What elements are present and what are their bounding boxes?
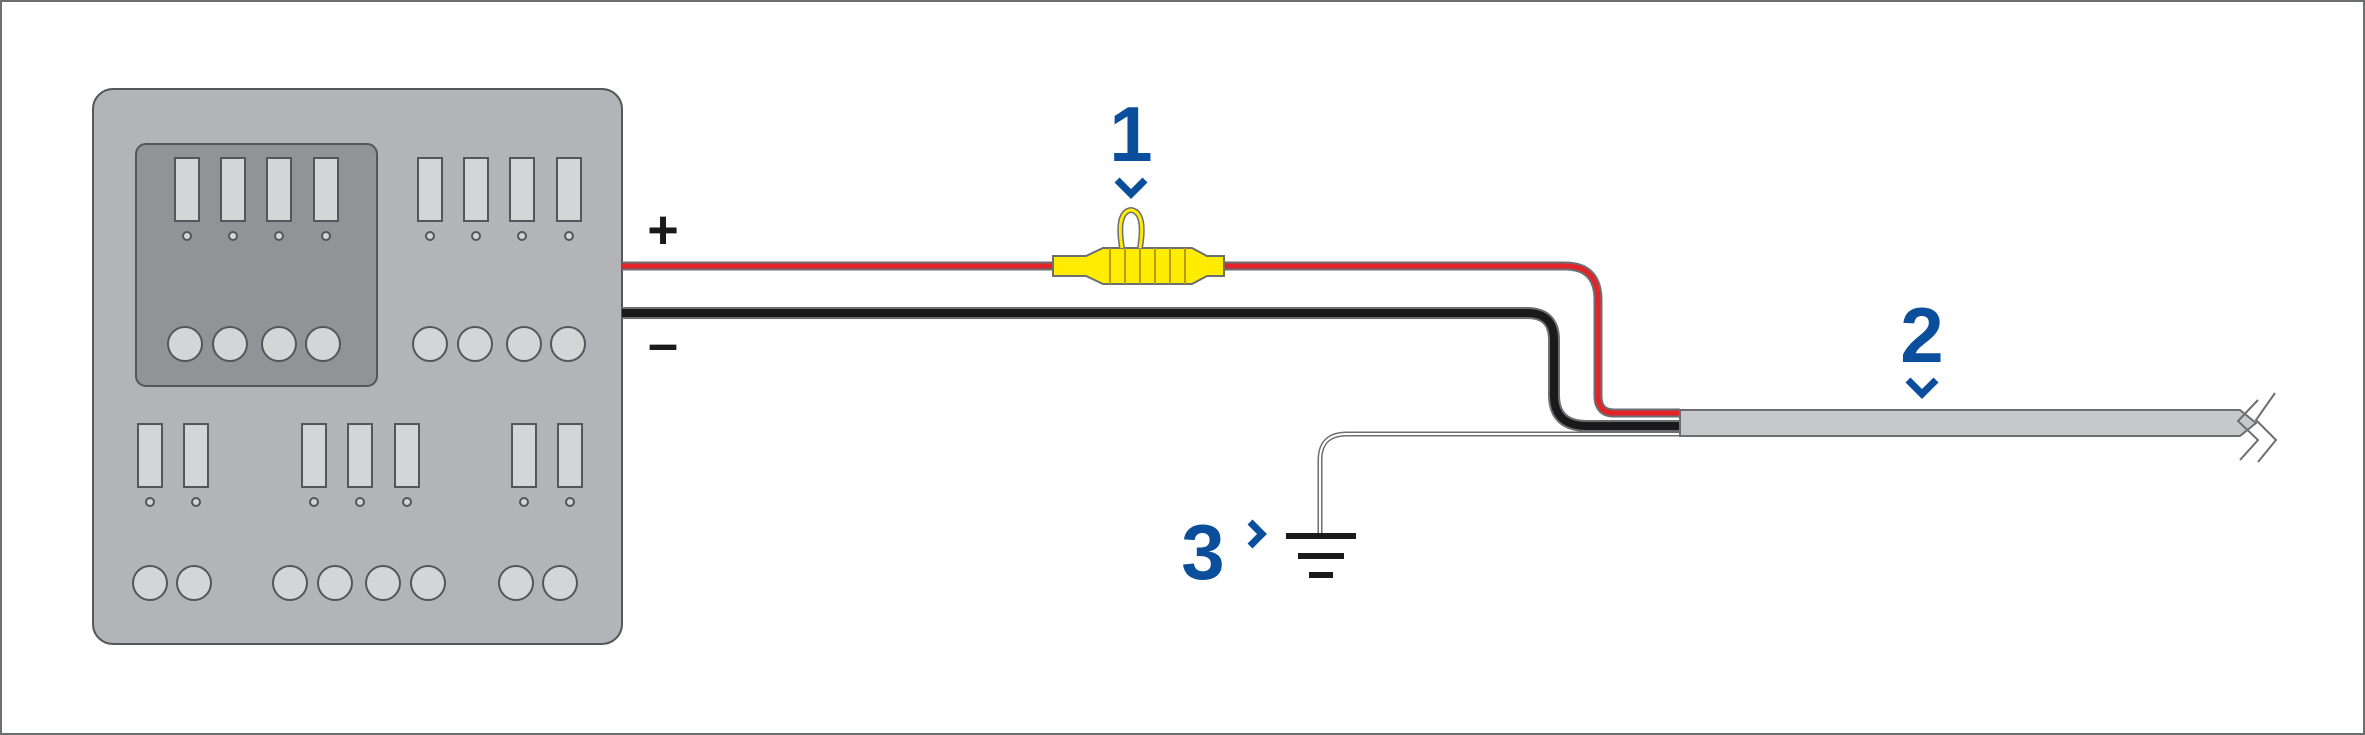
indicator-led (355, 497, 365, 507)
panel-switch (417, 157, 443, 222)
panel-knob (457, 326, 493, 362)
indicator-led (517, 231, 527, 241)
chevron-down-icon (1114, 177, 1148, 199)
panel-knob (412, 326, 448, 362)
panel-switch (301, 423, 327, 488)
panel-switch (556, 157, 582, 222)
panel-switch (266, 157, 292, 222)
panel-knob (212, 326, 248, 362)
callout-2-cable: 2 (1900, 291, 1943, 379)
panel-knob (305, 326, 341, 362)
indicator-led (321, 231, 331, 241)
panel-knob (261, 326, 297, 362)
panel-switch (313, 157, 339, 222)
panel-switch (509, 157, 535, 222)
break-icon (2236, 392, 2278, 463)
ground-wire (1317, 431, 1680, 535)
indicator-led (274, 231, 284, 241)
panel-switch (347, 423, 373, 488)
negative-wire (622, 307, 1680, 432)
panel-leds (145, 231, 575, 507)
indicator-led (425, 231, 435, 241)
panel-switch (394, 423, 420, 488)
power-cable (1679, 392, 2278, 463)
panel-knob (550, 326, 586, 362)
indicator-led (145, 497, 155, 507)
indicator-led (402, 497, 412, 507)
panel-knob (542, 565, 578, 601)
panel-switches (137, 157, 583, 488)
panel-knob (506, 326, 542, 362)
indicator-led (309, 497, 319, 507)
indicator-led (519, 497, 529, 507)
panel-knob (365, 565, 401, 601)
panel-switch (183, 423, 209, 488)
panel-knob (272, 565, 308, 601)
panel-knob (498, 565, 534, 601)
chevron-down-icon (1905, 377, 1939, 399)
panel-knob (176, 565, 212, 601)
panel-knob (317, 565, 353, 601)
indicator-led (471, 231, 481, 241)
callout-1-fuse: 1 (1109, 90, 1152, 178)
panel-knob (410, 565, 446, 601)
indicator-led (182, 231, 192, 241)
distribution-panel (92, 88, 623, 645)
panel-switch (511, 423, 537, 488)
inline-fuse (1052, 206, 1225, 285)
panel-switch (463, 157, 489, 222)
indicator-led (191, 497, 201, 507)
chevron-right-icon (1247, 519, 1267, 549)
ground-icon (1286, 533, 1356, 578)
panel-switch (557, 423, 583, 488)
positive-wire (622, 261, 1680, 418)
panel-switch (137, 423, 163, 488)
positive-terminal-label: + (647, 200, 679, 260)
panel-switch (174, 157, 200, 222)
indicator-led (565, 497, 575, 507)
callout-3-ground: 3 (1181, 508, 1224, 596)
panel-knob (132, 565, 168, 601)
indicator-led (564, 231, 574, 241)
panel-switch (220, 157, 246, 222)
panel-knobs (132, 326, 586, 601)
panel-knob (167, 326, 203, 362)
indicator-led (228, 231, 238, 241)
negative-terminal-label: – (648, 314, 678, 374)
